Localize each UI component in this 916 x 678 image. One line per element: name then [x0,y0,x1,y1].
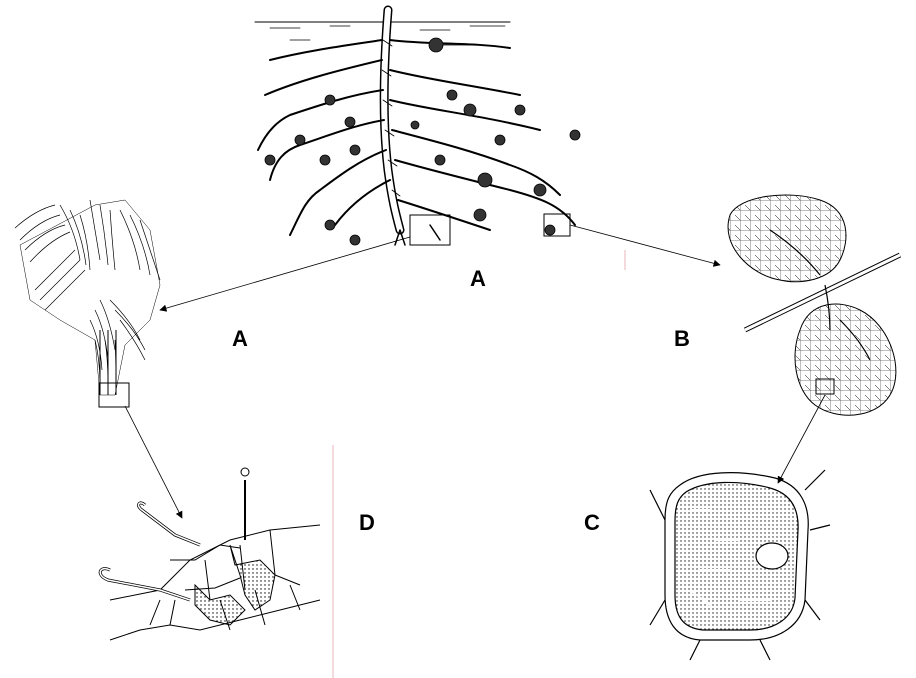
root-hair-cluster-illustration [15,200,160,395]
arrow-section-to-cell [778,395,825,483]
label-c: C [584,512,600,534]
label-b: B [674,328,690,350]
arrow-hair-to-infection [125,406,182,518]
root-hair-infection-illustration [100,468,320,640]
label-d: D [359,512,375,534]
arrow-root-to-hair-cluster [160,237,410,310]
infected-cell-illustration [650,470,830,660]
label-a-top: A [470,268,486,290]
arrow-nodule-to-section [570,225,720,265]
root-system-illustration [255,10,580,245]
label-a-left: A [232,328,248,350]
zoom-box-root-tip [410,215,450,245]
nodule-section-illustration [728,195,900,415]
